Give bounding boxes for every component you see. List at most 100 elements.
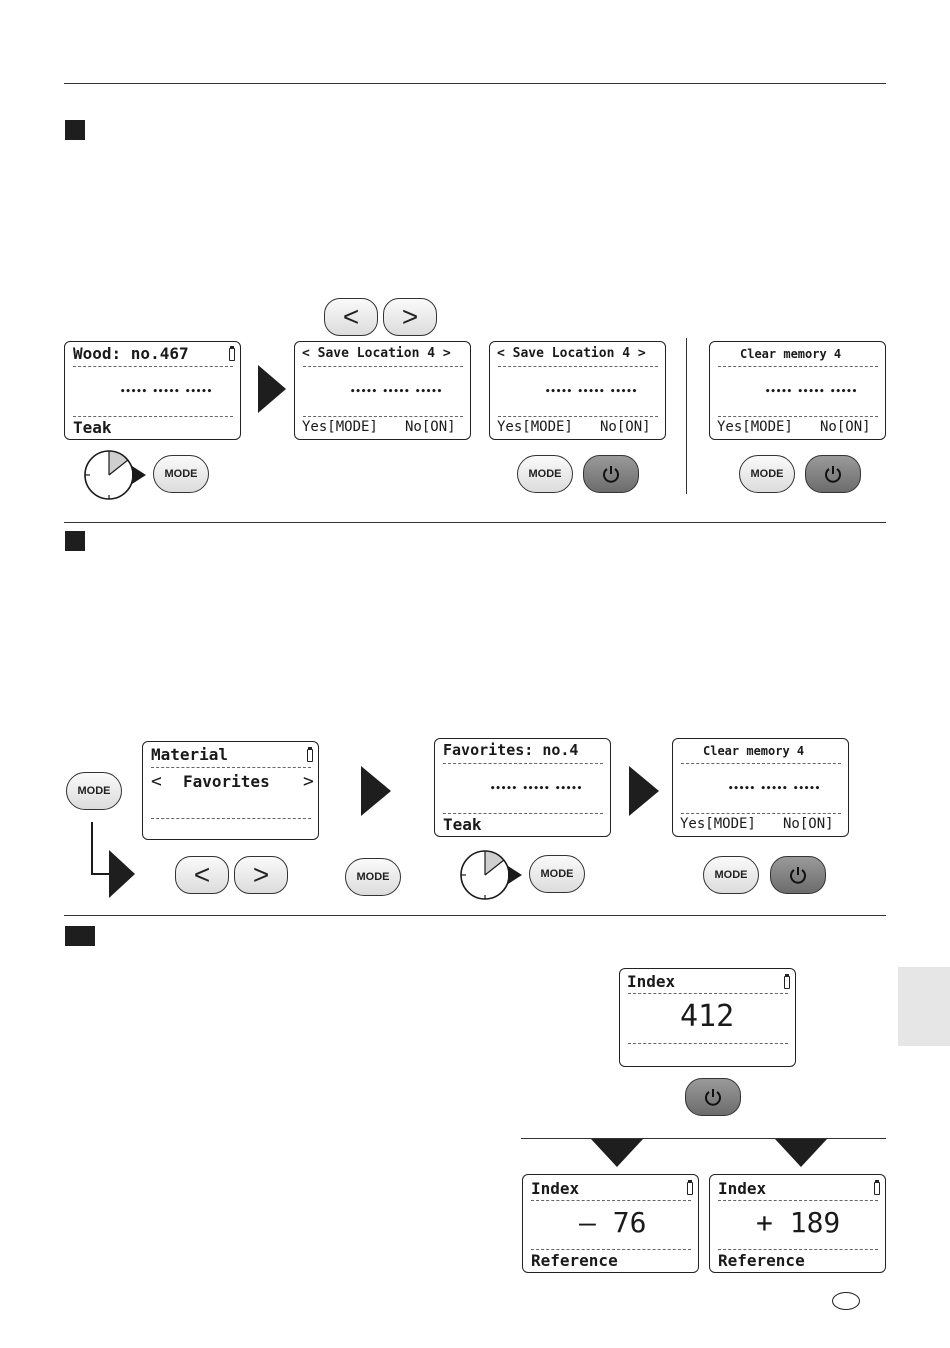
lcd-title: Clear memory 4 — [703, 744, 805, 758]
battery-icon — [784, 974, 790, 989]
battery-icon — [874, 1180, 880, 1195]
divider — [498, 416, 658, 417]
lcd-title: Material — [151, 745, 229, 764]
mode-label: MODE — [164, 468, 198, 480]
power-button[interactable] — [583, 455, 639, 493]
lcd-clear-screen: Clear memory 4 ••••• ••••• ••••• Yes[MOD… — [672, 738, 849, 837]
divider — [73, 416, 233, 417]
lcd-title: Index — [627, 972, 676, 991]
section-marker-1 — [65, 120, 85, 140]
mode-button[interactable]: MODE — [66, 772, 122, 810]
mode-button[interactable]: MODE — [345, 858, 401, 896]
lcd-save-screen-1: < Save Location 4 > ••••• ••••• ••••• Ye… — [294, 341, 471, 440]
right-arrow-button[interactable]: > — [383, 298, 437, 336]
lcd-value: Favorites — [183, 772, 270, 791]
mode-button[interactable]: MODE — [153, 455, 209, 493]
mode-button[interactable]: MODE — [517, 455, 573, 493]
divider — [681, 813, 841, 814]
power-button[interactable] — [685, 1078, 741, 1116]
power-icon — [825, 466, 841, 483]
divider — [303, 416, 463, 417]
timer-clock-icon — [84, 450, 146, 500]
index-value: + 189 — [756, 1206, 841, 1239]
lcd-no: No[ON] — [820, 419, 871, 435]
flow-arrow-icon — [629, 766, 659, 816]
mode-label: MODE — [750, 468, 784, 480]
right-arrow-label: > — [401, 301, 419, 332]
timer-clock-icon — [460, 850, 522, 900]
divider — [303, 366, 463, 367]
lcd-title: Clear memory 4 — [740, 347, 842, 361]
lcd-bottom: Reference — [531, 1251, 618, 1270]
lcd-no: No[ON] — [405, 419, 456, 435]
flow-arrow-icon — [109, 850, 135, 898]
lcd-save-screen-2: < Save Location 4 > ••••• ••••• ••••• Ye… — [489, 341, 666, 440]
divider — [628, 993, 788, 994]
divider — [681, 763, 841, 764]
left-arrow-button[interactable]: < — [175, 856, 229, 894]
mode-button[interactable]: MODE — [703, 856, 759, 894]
lcd-title: Index — [718, 1179, 767, 1198]
index-value: – 76 — [579, 1206, 647, 1239]
flow-arrow-icon — [361, 766, 391, 816]
divider — [718, 416, 878, 417]
index-value: 412 — [680, 999, 735, 1034]
lcd-title: Index — [531, 1179, 580, 1198]
lcd-no: No[ON] — [783, 816, 834, 832]
lcd-favorites-screen: Favorites: no.4 ••••• ••••• ••••• Teak — [434, 738, 611, 837]
top-rule — [64, 83, 886, 84]
mode-label: MODE — [714, 869, 748, 881]
section-rule — [64, 522, 886, 523]
divider — [73, 366, 233, 367]
left-arrow-label: < — [193, 859, 211, 890]
lcd-title: < Save Location 4 > — [302, 346, 451, 361]
lcd-title: Wood: no.467 — [73, 344, 189, 363]
lcd-bottom: Reference — [718, 1251, 805, 1270]
down-arrow-icon — [775, 1139, 827, 1167]
flow-arrow-icon — [258, 365, 286, 413]
reading-dots: ••••• ••••• ••••• — [728, 784, 821, 794]
reading-dots: ••••• ••••• ••••• — [120, 387, 213, 397]
left-arrow-button[interactable]: < — [324, 298, 378, 336]
power-icon — [603, 466, 619, 483]
language-tab — [898, 967, 950, 1046]
lcd-bottom: Teak — [443, 815, 482, 834]
divider — [498, 366, 658, 367]
connector-line — [91, 822, 93, 875]
mode-label: MODE — [540, 868, 574, 880]
branch-rule — [521, 1138, 886, 1139]
lcd-material-screen: Material < Favorites > — [142, 741, 319, 840]
lcd-yes: Yes[MODE] — [717, 419, 793, 435]
lcd-right-arrow: > — [303, 771, 314, 792]
divider — [718, 1249, 878, 1250]
down-arrow-icon — [591, 1139, 643, 1167]
lcd-clear-screen: Clear memory 4 ••••• ••••• ••••• Yes[MOD… — [709, 341, 886, 440]
mode-label: MODE — [77, 785, 111, 797]
divider — [531, 1249, 691, 1250]
right-arrow-button[interactable]: > — [234, 856, 288, 894]
lcd-wood-screen: Wood: no.467 ••••• ••••• ••••• Teak — [64, 341, 241, 440]
divider — [718, 366, 878, 367]
power-button[interactable] — [770, 856, 826, 894]
lcd-reference-screen-1: Index – 76 Reference — [522, 1174, 699, 1273]
divider — [443, 763, 603, 764]
power-icon — [790, 867, 806, 884]
lcd-index-screen: Index 412 — [619, 968, 796, 1067]
power-button[interactable] — [805, 455, 861, 493]
mode-button[interactable]: MODE — [739, 455, 795, 493]
reading-dots: ••••• ••••• ••••• — [545, 387, 638, 397]
mode-button[interactable]: MODE — [529, 855, 585, 893]
battery-icon — [687, 1180, 693, 1195]
lcd-no: No[ON] — [600, 419, 651, 435]
section-marker-2 — [65, 531, 85, 551]
vertical-divider — [686, 338, 687, 494]
reading-dots: ••••• ••••• ••••• — [490, 784, 583, 794]
left-arrow-label: < — [342, 301, 360, 332]
lcd-left-arrow: < — [151, 771, 162, 792]
lcd-yes: Yes[MODE] — [497, 419, 573, 435]
battery-icon — [229, 346, 235, 361]
lcd-yes: Yes[MODE] — [680, 816, 756, 832]
battery-icon — [307, 747, 313, 762]
divider — [443, 813, 603, 814]
lcd-title: Favorites: no.4 — [443, 741, 579, 759]
